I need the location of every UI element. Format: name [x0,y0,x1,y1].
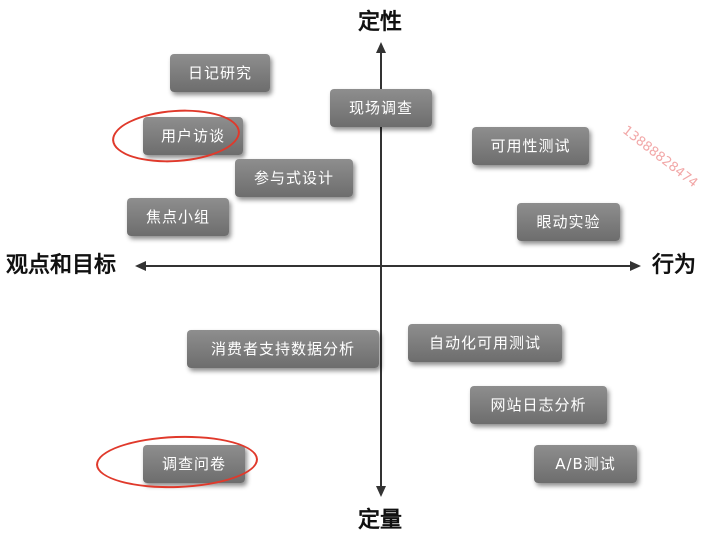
horizontal-axis-arrow-left [135,261,146,271]
method-automated-usability-testing: 自动化可用测试 [408,324,562,362]
axis-label-right: 行为 [652,253,697,278]
axis-label-top: 定性 [358,10,403,35]
method-usability-testing: 可用性测试 [472,127,589,165]
method-focus-group: 焦点小组 [127,198,229,236]
horizontal-axis [135,261,641,271]
watermark: 13888828474 [619,123,701,192]
horizontal-axis-arrow-right [630,261,641,271]
method-eyetracking: 眼动实验 [517,203,620,241]
method-ab-testing: A/B测试 [534,445,637,483]
method-user-interview: 用户访谈 [143,117,243,155]
method-web-log-analysis: 网站日志分析 [470,386,607,424]
vertical-axis-arrow-up [376,42,386,53]
vertical-axis-arrow-down [376,486,386,497]
axis-label-left: 观点和目标 [6,253,117,278]
method-survey: 调查问卷 [143,445,245,483]
method-field-study: 现场调查 [330,89,432,127]
method-participatory-design: 参与式设计 [235,159,353,197]
method-diary-study: 日记研究 [170,54,270,92]
axis-label-bottom: 定量 [358,508,403,533]
method-customer-support-data-analysis: 消费者支持数据分析 [187,330,379,368]
